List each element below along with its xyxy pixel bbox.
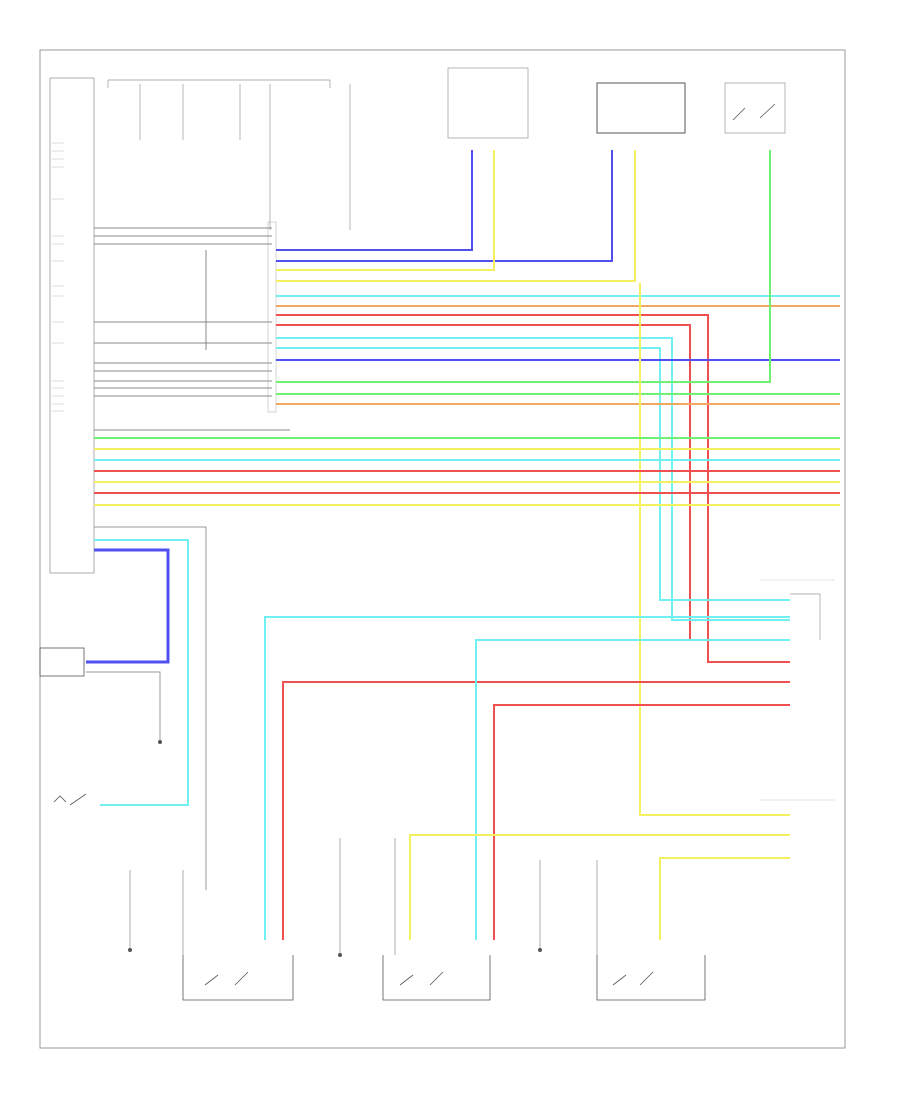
top-right-switch-box (724, 82, 786, 134)
top-left-switch-box (447, 67, 529, 139)
left-module-box (39, 647, 85, 677)
ground-point-left (158, 740, 162, 744)
bottom-vertical-leads (129, 838, 598, 955)
lower-routing-wires (264, 616, 790, 940)
bottom-actuator-switches (204, 971, 654, 986)
right-connector-bracket (790, 593, 821, 640)
harness-connector (267, 221, 277, 413)
left-lower-wires (86, 539, 189, 806)
top-connectors (107, 79, 351, 230)
grey-harness (94, 227, 290, 431)
top-right-switch-symbol (732, 103, 776, 121)
ground-point-2 (338, 953, 342, 957)
left-door-switch-symbol (53, 793, 87, 806)
control-unit-block (49, 77, 95, 574)
bottom-actuator-boxes (182, 955, 706, 1001)
top-middle-switch-box (596, 82, 686, 134)
diagram-frame (39, 49, 846, 1049)
ground-point-3 (538, 948, 542, 952)
ground-point-1 (128, 948, 132, 952)
control-unit-pin-ticks (52, 142, 64, 412)
lower-colored-wires (94, 437, 840, 890)
